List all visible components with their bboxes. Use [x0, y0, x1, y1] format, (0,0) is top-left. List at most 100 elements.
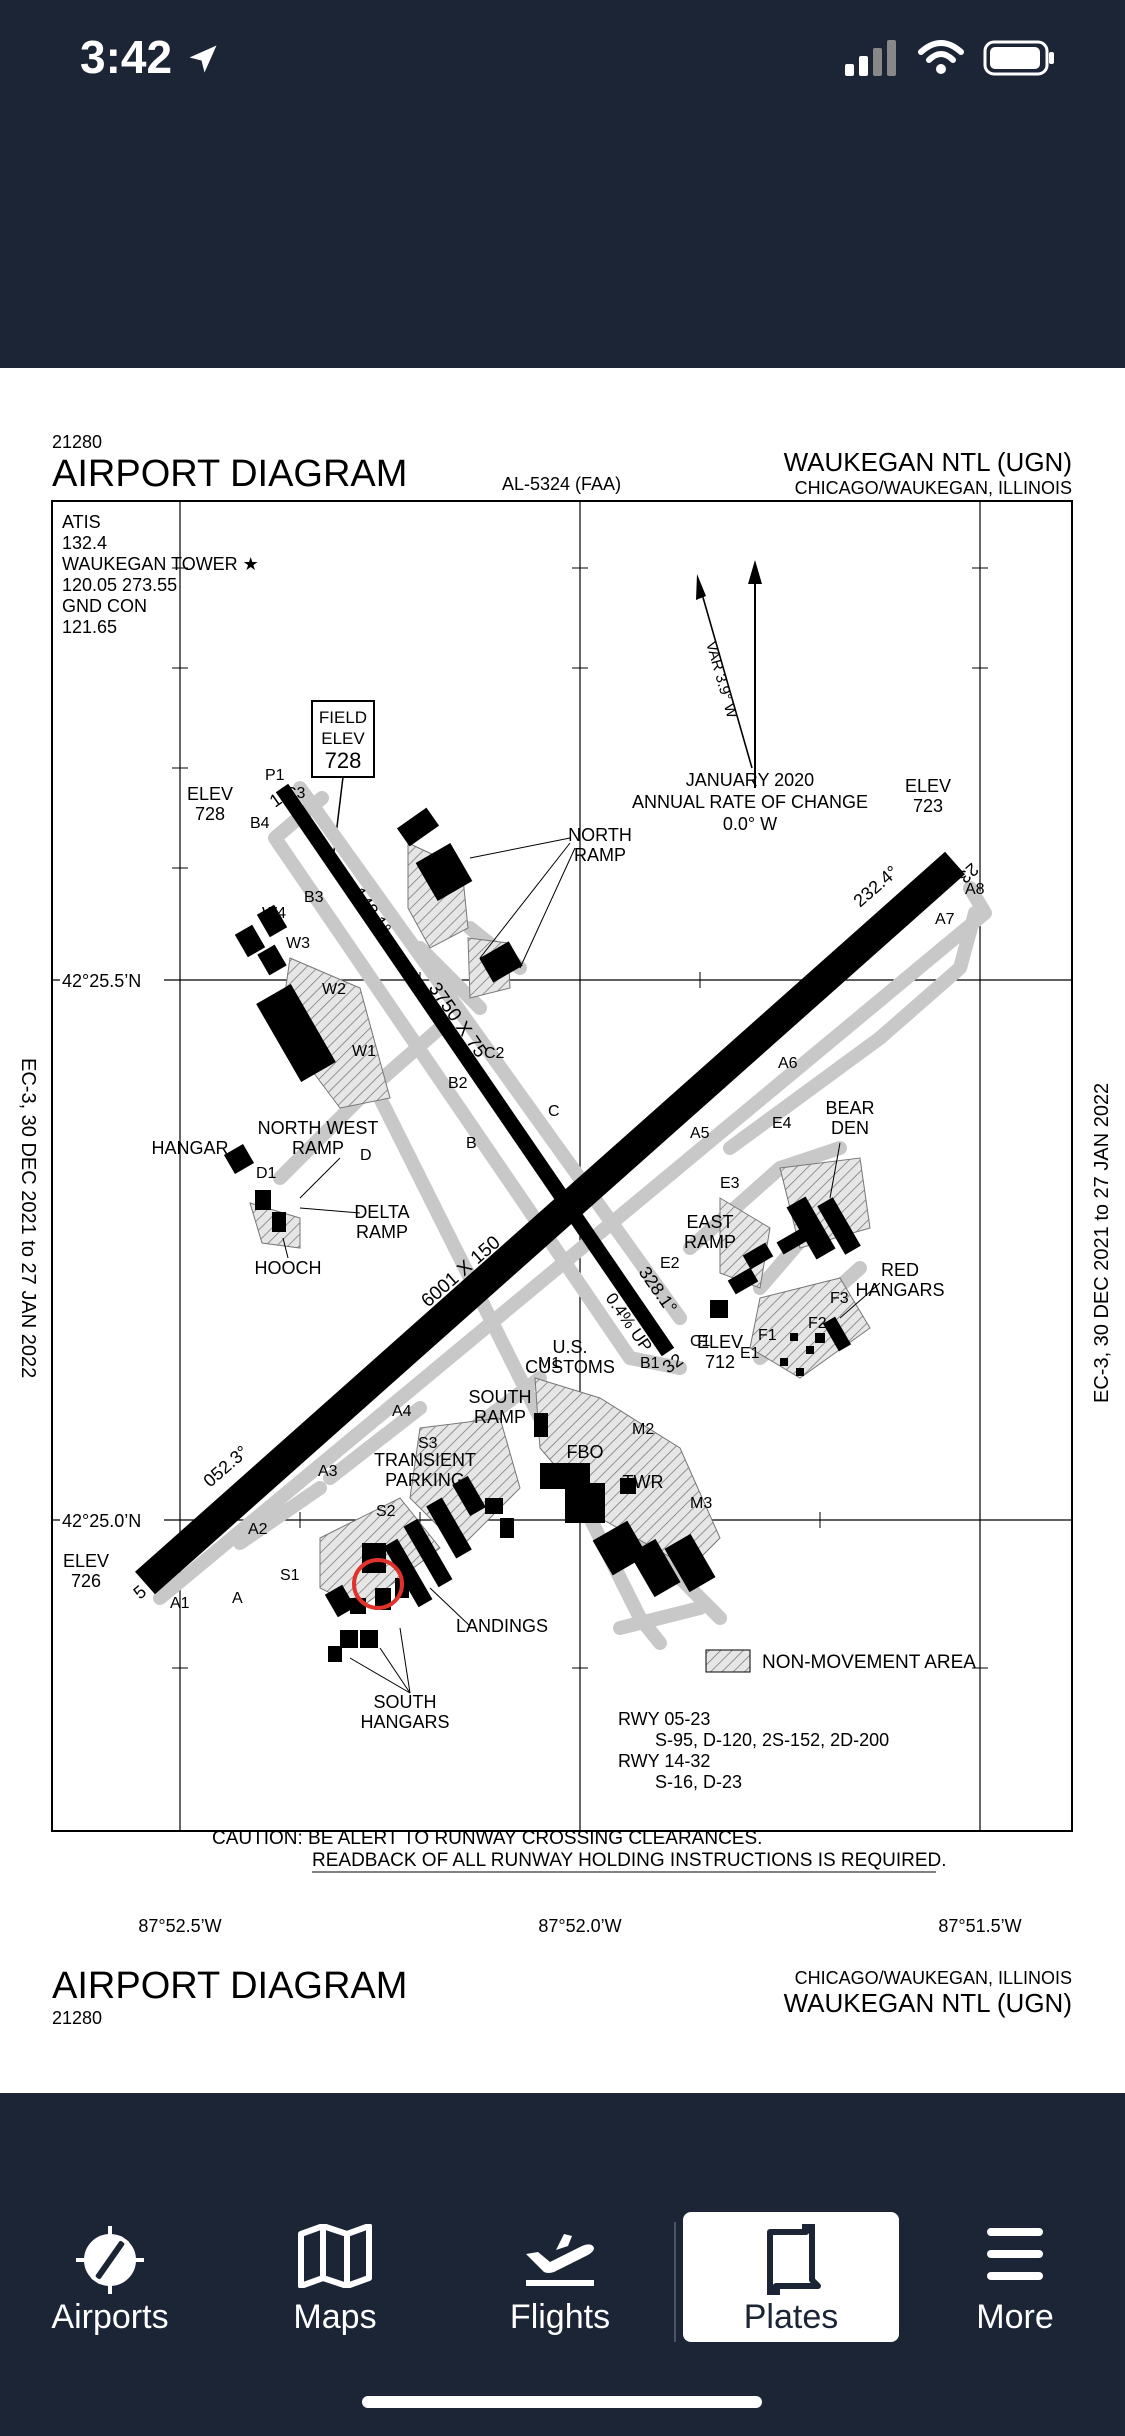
svg-text:WAUKEGAN TOWER ★: WAUKEGAN TOWER ★ [62, 554, 259, 574]
variation-label: VAR 3.9° W [702, 639, 740, 721]
svg-text:W3: W3 [286, 935, 310, 952]
hooch-label: HOOCH [255, 1258, 322, 1278]
east-ramp-label: EAST [686, 1212, 733, 1232]
plate-number-footer: 21280 [52, 2008, 102, 2028]
tab-flights[interactable]: Flights [455, 2212, 665, 2342]
plates-icon [767, 2224, 821, 2295]
svg-text:E3: E3 [720, 1175, 740, 1192]
svg-text:723: 723 [913, 796, 943, 816]
tab-airports-label: Airports [51, 2298, 169, 2336]
svg-text:JANUARY 2020: JANUARY 2020 [686, 770, 814, 790]
tab-divider [674, 2222, 676, 2342]
svg-text:A3: A3 [318, 1463, 338, 1480]
svg-text:RAMP: RAMP [684, 1232, 736, 1252]
frequency-block: ATIS 132.4 WAUKEGAN TOWER ★ 120.05 273.5… [62, 512, 259, 637]
svg-text:S2: S2 [376, 1503, 396, 1520]
svg-text:S1: S1 [280, 1567, 300, 1584]
svg-text:B: B [466, 1135, 477, 1152]
wifi-icon [918, 40, 964, 74]
elev-ne-label: ELEV [905, 776, 951, 796]
svg-text:A7: A7 [935, 911, 955, 928]
tab-airports[interactable]: Airports [5, 2212, 215, 2342]
doc-id: AL-5324 (FAA) [502, 474, 621, 494]
north-ramp-label: NORTH [568, 825, 632, 845]
north-west-ramp-label: NORTH WEST [258, 1118, 379, 1138]
svg-text:B2: B2 [448, 1075, 468, 1092]
tab-maps[interactable]: Maps [230, 2212, 440, 2342]
svg-text:CAUTION: BE ALERT TO RUNWAY CR: CAUTION: BE ALERT TO RUNWAY CROSSING CLE… [212, 1828, 762, 1849]
field-elevation-box: FIELD ELEV 728 [311, 700, 375, 869]
plate-title-footer: AIRPORT DIAGRAM [52, 1965, 407, 2007]
airport-diagram: 21280 AIRPORT DIAGRAM AL-5324 (FAA) WAUK… [17, 432, 1113, 2028]
svg-text:A4: A4 [392, 1403, 412, 1420]
svg-text:NON-MOVEMENT AREA: NON-MOVEMENT AREA [762, 1652, 976, 1673]
svg-text:C1: C1 [690, 1333, 711, 1350]
transient-parking-label: TRANSIENT [374, 1450, 476, 1470]
svg-text:W2: W2 [322, 981, 346, 998]
svg-text:F2: F2 [808, 1315, 827, 1332]
airport-location-footer: CHICAGO/WAUKEGAN, ILLINOIS [795, 1968, 1072, 1988]
svg-text:121.65: 121.65 [62, 617, 117, 637]
leader-lines [282, 837, 881, 1694]
airport-name-footer: WAUKEGAN NTL (UGN) [784, 1988, 1072, 2018]
svg-text:F1: F1 [758, 1327, 777, 1344]
svg-text:RAMP: RAMP [292, 1138, 344, 1158]
airport-diagram-plate[interactable]: 21280 AIRPORT DIAGRAM AL-5324 (FAA) WAUK… [0, 368, 1125, 2093]
menu-icon [987, 2228, 1043, 2280]
lon-mid-label: 87°52.0’W [538, 1916, 621, 1936]
svg-text:HANGARS: HANGARS [360, 1712, 449, 1732]
svg-text:M2: M2 [632, 1421, 654, 1438]
airport-location: CHICAGO/WAUKEGAN, ILLINOIS [795, 478, 1072, 498]
tab-flights-label: Flights [509, 2298, 611, 2336]
twr-label: TWR [623, 1472, 664, 1492]
svg-text:FIELD: FIELD [319, 708, 367, 727]
plate-number: 21280 [52, 432, 102, 452]
svg-text:RAMP: RAMP [474, 1407, 526, 1427]
tab-more[interactable]: More [910, 2212, 1120, 2342]
svg-text:E1: E1 [740, 1345, 760, 1362]
map-icon [298, 2224, 372, 2288]
svg-text:W4: W4 [262, 905, 286, 922]
elev-nw-label: ELEV [187, 784, 233, 804]
svg-text:CUSTOMS: CUSTOMS [525, 1357, 615, 1377]
side-note-right: EC-3, 30 DEC 2021 to 27 JAN 2022 [1091, 1083, 1113, 1403]
taxiway-labels: A A1 A2 A3 A4 A5 A6 A7 A8 B B1 B2 B3 B4 … [170, 767, 985, 1612]
svg-text:S-16, D-23: S-16, D-23 [655, 1772, 742, 1792]
hangar-label: HANGAR [151, 1138, 228, 1158]
svg-text:A1: A1 [170, 1595, 190, 1612]
svg-text:132.4: 132.4 [62, 533, 107, 553]
home-indicator[interactable] [362, 2396, 762, 2408]
caution-note: CAUTION: BE ALERT TO RUNWAY CROSSING CLE… [212, 1828, 947, 1873]
svg-text:GND CON: GND CON [62, 596, 147, 616]
svg-text:D: D [360, 1147, 372, 1164]
svg-text:ELEV: ELEV [321, 729, 365, 748]
status-time: 3:42 [80, 30, 221, 84]
tab-maps-label: Maps [293, 2298, 377, 2336]
airport-name: WAUKEGAN NTL (UGN) [784, 447, 1072, 477]
svg-text:RAMP: RAMP [574, 845, 626, 865]
tab-plates[interactable]: Plates [683, 2212, 899, 2342]
svg-text:P1: P1 [265, 767, 285, 784]
svg-text:E2: E2 [660, 1255, 680, 1272]
svg-text:A6: A6 [778, 1055, 798, 1072]
lon-east-label: 87°51.5’W [938, 1916, 1021, 1936]
svg-text:726: 726 [71, 1571, 101, 1591]
svg-text:A5: A5 [690, 1125, 710, 1142]
svg-text:M1: M1 [538, 1355, 560, 1372]
south-ramp-label: SOUTH [469, 1387, 532, 1407]
svg-text:C3: C3 [285, 785, 306, 802]
svg-text:C: C [548, 1103, 560, 1120]
svg-text:A8: A8 [965, 881, 985, 898]
svg-text:E4: E4 [772, 1115, 792, 1132]
runway-14-32 [275, 783, 675, 1357]
svg-text:728: 728 [325, 748, 362, 773]
status-bar: 3:42 [0, 0, 1125, 120]
svg-text:M3: M3 [690, 1495, 712, 1512]
fbo-label: FBO [566, 1442, 603, 1462]
airport-icon [76, 2226, 144, 2294]
diagram-frame [51, 500, 1073, 1832]
svg-text:READBACK OF ALL RUNWAY HOLDING: READBACK OF ALL RUNWAY HOLDING INSTRUCTI… [312, 1850, 947, 1871]
highlight-circle [352, 1558, 404, 1610]
flight-icon [526, 2234, 594, 2286]
svg-text:S3: S3 [418, 1435, 438, 1452]
